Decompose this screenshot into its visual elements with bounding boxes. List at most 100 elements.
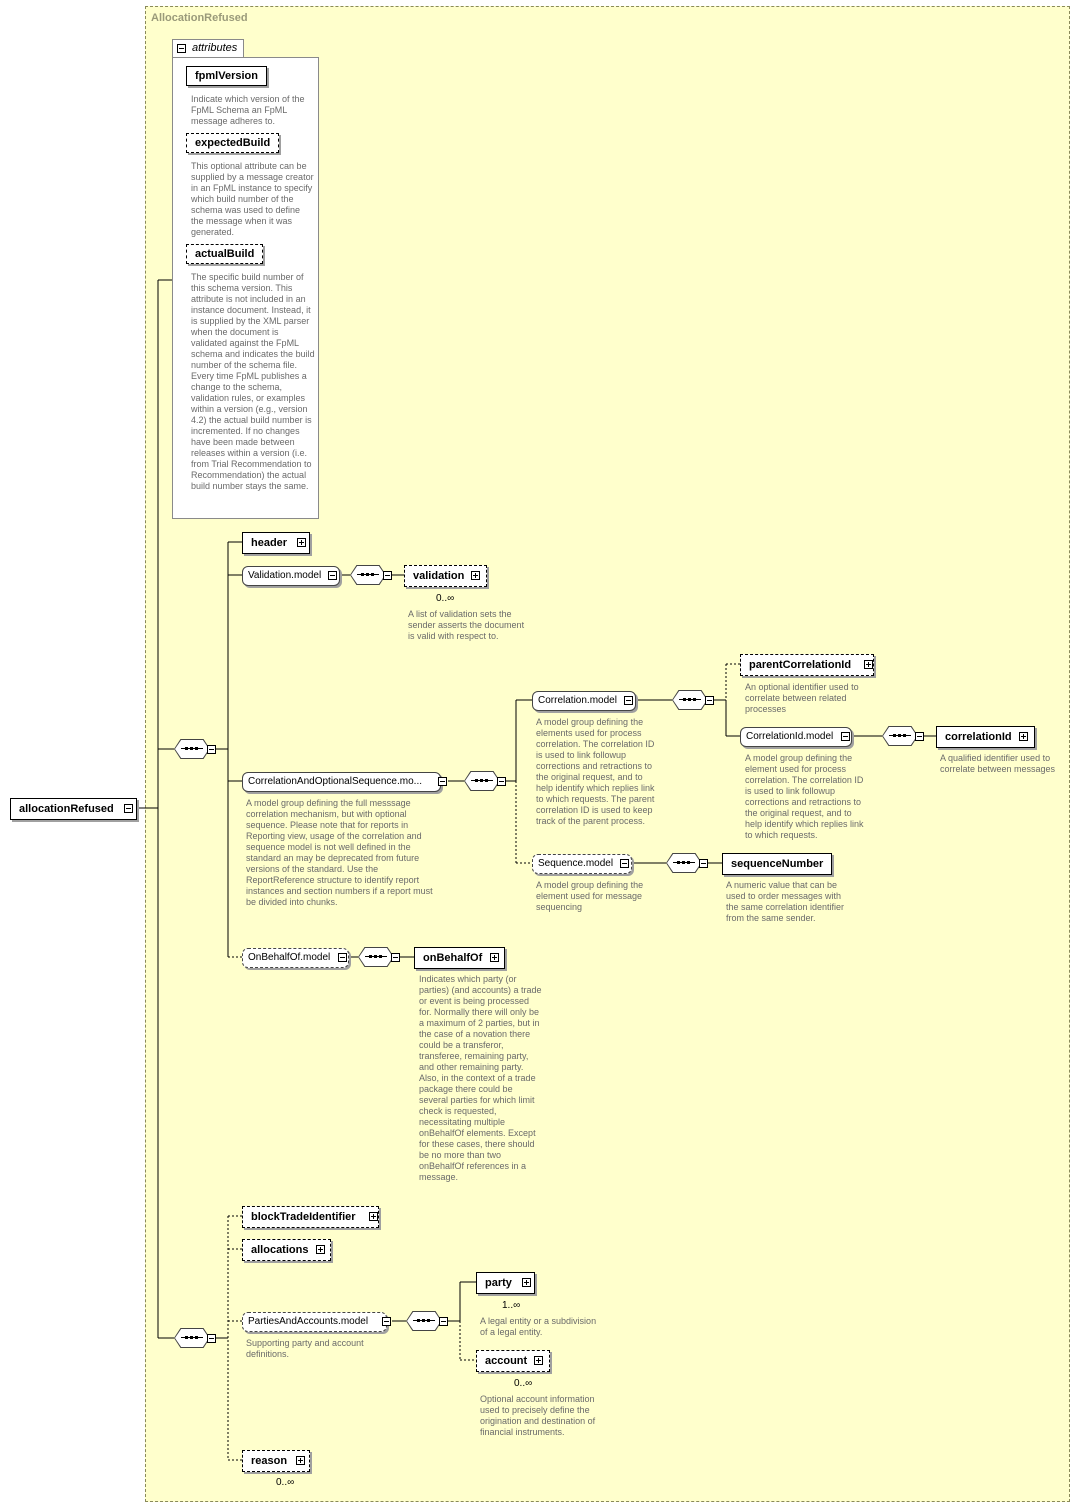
plus-box-icon[interactable] [297, 538, 306, 547]
parent-correlation-id-doc: An optional identifier used to correlate… [745, 682, 859, 714]
sequence-model-doc: A model group defining the element used … [536, 880, 644, 912]
minus-box-icon[interactable] [383, 571, 392, 580]
sequence-compositor-icon [350, 565, 386, 585]
group-correlation-model-label: Correlation.model [538, 695, 617, 706]
correlation-id-model-doc: A model group defining the element used … [745, 753, 864, 840]
element-header-label: header [251, 537, 288, 549]
sequence-number-doc: A numeric value that can be used to orde… [726, 880, 845, 923]
on-behalf-of-doc: Indicates which party (or parties) (and … [419, 974, 542, 1182]
sequence-compositor-icon [174, 1328, 210, 1348]
element-correlation-id[interactable]: correlationId [936, 726, 1035, 748]
minus-box-icon[interactable] [841, 732, 850, 741]
element-account-label: account [485, 1355, 528, 1367]
element-sequence-number-label: sequenceNumber [731, 858, 824, 870]
attributes-tab-label: attributes [192, 42, 238, 54]
party-doc: A legal entity or a subdivision of a leg… [480, 1316, 597, 1337]
group-validation-model-label: Validation.model [248, 570, 322, 581]
reason-cardinality: 0..∞ [276, 1477, 295, 1488]
minus-box-icon[interactable] [328, 571, 337, 580]
element-block-trade-identifier-label: blockTradeIdentifier [251, 1211, 356, 1223]
element-allocations-label: allocations [251, 1244, 309, 1256]
minus-box-icon[interactable] [207, 745, 216, 754]
plus-box-icon[interactable] [1019, 732, 1028, 741]
group-correlation-id-model-label: CorrelationId.model [746, 731, 834, 742]
minus-box-icon[interactable] [124, 804, 133, 813]
element-party-label: party [485, 1277, 512, 1289]
minus-box-icon[interactable] [177, 44, 186, 53]
attribute-expectedbuild[interactable]: expectedBuild [186, 133, 280, 153]
element-reason-label: reason [251, 1455, 288, 1467]
minus-box-icon[interactable] [699, 859, 708, 868]
minus-box-icon[interactable] [338, 953, 347, 962]
root-element[interactable]: allocationRefused [10, 798, 137, 820]
plus-box-icon[interactable] [316, 1245, 325, 1254]
minus-box-icon[interactable] [207, 1334, 216, 1343]
plus-box-icon[interactable] [864, 660, 873, 669]
element-allocations[interactable]: allocations [242, 1239, 332, 1261]
minus-box-icon[interactable] [438, 777, 447, 786]
attribute-actualbuild-doc: The specific build number of this schema… [191, 272, 315, 491]
attributes-tab[interactable]: attributes [172, 39, 244, 58]
group-correlation-id-model[interactable]: CorrelationId.model [740, 727, 853, 747]
attribute-expectedbuild-doc: This optional attribute can be supplied … [191, 161, 314, 237]
element-sequence-number[interactable]: sequenceNumber [722, 853, 833, 875]
sequence-compositor-icon [666, 853, 702, 873]
correlation-id-doc: A qualified identifier used to correlate… [940, 753, 1056, 774]
minus-box-icon[interactable] [915, 732, 924, 741]
minus-box-icon[interactable] [382, 1317, 391, 1326]
element-validation[interactable]: validation [404, 565, 488, 587]
element-on-behalf-of-label: onBehalfOf [423, 952, 483, 964]
group-validation-model[interactable]: Validation.model [242, 566, 341, 586]
element-reason[interactable]: reason [242, 1450, 311, 1472]
attribute-actualbuild[interactable]: actualBuild [186, 244, 264, 264]
plus-box-icon[interactable] [522, 1278, 531, 1287]
plus-box-icon[interactable] [369, 1212, 378, 1221]
element-block-trade-identifier[interactable]: blockTradeIdentifier [242, 1206, 379, 1228]
minus-box-icon[interactable] [497, 777, 506, 786]
element-on-behalf-of[interactable]: onBehalfOf [414, 947, 506, 969]
minus-box-icon[interactable] [439, 1317, 448, 1326]
group-correlation-model[interactable]: Correlation.model [532, 691, 636, 711]
element-party[interactable]: party [476, 1272, 535, 1294]
plus-box-icon[interactable] [490, 953, 499, 962]
element-parent-correlation-id-label: parentCorrelationId [749, 659, 852, 671]
sequence-compositor-icon [406, 1311, 442, 1331]
element-parent-correlation-id[interactable]: parentCorrelationId [740, 654, 875, 676]
region-title: AllocationRefused [151, 12, 248, 24]
account-doc: Optional account information used to pre… [480, 1394, 596, 1437]
group-on-behalf-of-model[interactable]: OnBehalfOf.model [242, 948, 350, 968]
element-validation-label: validation [413, 570, 465, 582]
plus-box-icon[interactable] [296, 1456, 305, 1465]
sequence-compositor-icon [174, 739, 210, 759]
group-correlation-optional-sequence-label: CorrelationAndOptionalSequence.mo... [248, 776, 422, 787]
sequence-compositor-icon [358, 947, 394, 967]
group-sequence-model[interactable]: Sequence.model [532, 854, 633, 874]
plus-box-icon[interactable] [471, 571, 480, 580]
correlation-optional-sequence-doc: A model group defining the full messsage… [246, 798, 433, 907]
group-parties-and-accounts-model-label: PartiesAndAccounts.model [248, 1316, 369, 1327]
minus-box-icon[interactable] [620, 859, 629, 868]
sequence-compositor-icon [464, 771, 500, 791]
correlation-model-doc: A model group defining the elements used… [536, 717, 655, 826]
validation-cardinality: 0..∞ [436, 593, 455, 604]
minus-box-icon[interactable] [624, 696, 633, 705]
minus-box-icon[interactable] [391, 953, 400, 962]
validation-doc: A list of validation sets the sender ass… [408, 609, 525, 641]
element-header[interactable]: header [242, 532, 311, 554]
attribute-fpmlversion-doc: Indicate which version of the FpML Schem… [191, 94, 305, 126]
group-parties-and-accounts-model[interactable]: PartiesAndAccounts.model [242, 1312, 388, 1332]
party-cardinality: 1..∞ [502, 1300, 521, 1311]
element-account[interactable]: account [476, 1350, 551, 1372]
sequence-compositor-icon [882, 726, 918, 746]
sequence-compositor-icon [672, 690, 708, 710]
element-correlation-id-label: correlationId [945, 731, 1012, 743]
group-correlation-optional-sequence[interactable]: CorrelationAndOptionalSequence.mo... [242, 772, 441, 792]
minus-box-icon[interactable] [705, 696, 714, 705]
account-cardinality: 0..∞ [514, 1378, 533, 1389]
plus-box-icon[interactable] [534, 1356, 543, 1365]
group-sequence-model-label: Sequence.model [538, 858, 614, 869]
root-element-label: allocationRefused [19, 803, 114, 815]
parties-and-accounts-doc: Supporting party and account definitions… [246, 1338, 364, 1359]
attribute-fpmlversion[interactable]: fpmlVersion [186, 66, 267, 86]
